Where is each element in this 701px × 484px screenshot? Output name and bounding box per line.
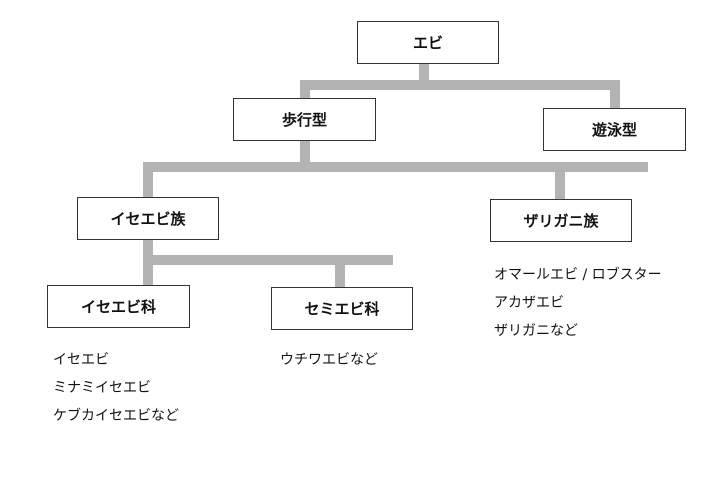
example-item: ケブカイセエビなど — [53, 408, 179, 424]
examples-zarigani-family: オマールエビ / ロブスター アカザエビ ザリガニなど — [494, 261, 662, 345]
node-swimming-type: 遊泳型 — [543, 108, 686, 151]
example-item: オマールエビ / ロブスター — [494, 267, 662, 283]
connector-walking-up — [300, 80, 310, 100]
connector-level3-bar — [143, 255, 393, 265]
connector-root-down — [419, 64, 429, 80]
connector-walking-down — [300, 140, 310, 162]
connector-level2-bar — [143, 162, 648, 172]
connector-ise-family-up — [143, 162, 153, 198]
example-item: ザリガニなど — [494, 323, 578, 339]
connector-semi-ebi-up — [335, 255, 345, 289]
example-item: ウチワエビなど — [280, 352, 378, 368]
node-zarigani-family: ザリガニ族 — [490, 199, 632, 242]
connector-level1-bar — [300, 80, 620, 90]
node-root: エビ — [357, 21, 499, 64]
connector-swimming-up — [610, 80, 620, 110]
node-semi-ebi-ka: セミエビ科 — [271, 287, 413, 330]
examples-ise-ebi-ka: イセエビ ミナミイセエビ ケブカイセエビなど — [53, 346, 179, 430]
node-ise-ebi-ka: イセエビ科 — [47, 285, 190, 328]
connector-zarigani-family-up — [555, 162, 565, 200]
node-ise-family: イセエビ族 — [77, 197, 219, 240]
example-item: アカザエビ — [494, 295, 564, 311]
examples-semi-ebi-ka: ウチワエビなど — [280, 346, 378, 374]
node-walking-type: 歩行型 — [233, 98, 376, 141]
example-item: イセエビ — [53, 352, 109, 368]
example-item: ミナミイセエビ — [53, 380, 151, 396]
